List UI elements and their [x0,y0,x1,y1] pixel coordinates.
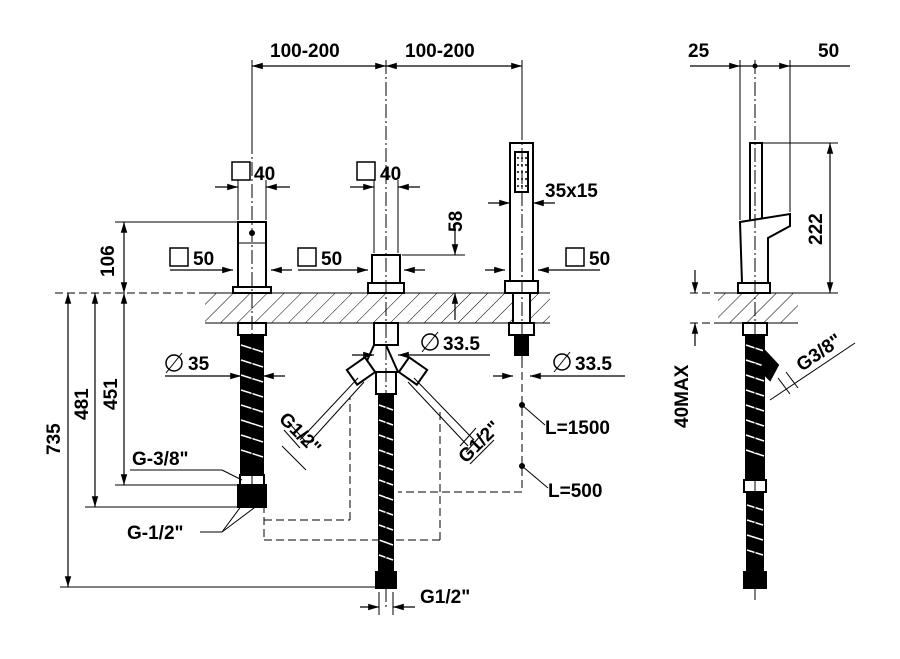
diam-35-label: 35 [188,354,210,375]
thread-g12-bottom-label: G1/2" [420,587,470,608]
diam-33-5-right-label: 33.5 [575,354,612,375]
sq50-left-dim [169,247,292,274]
sq40-left-dim [215,161,290,220]
sq50-right-label: 50 [589,249,610,270]
thread-g38-side-label: G3/8" [793,330,846,376]
hose-l1500-label: L=1500 [545,418,610,439]
length-481-label: 481 [72,388,93,420]
deck-front [55,292,550,324]
side-top-dims [690,60,850,220]
sq50-right-dim [485,247,600,274]
height-106-label: 106 [98,245,119,277]
height-58-dim [402,225,465,320]
thread-g38-side-dim [769,342,856,401]
diam-33-5-center-label: 33.5 [443,334,480,355]
handshower-section-label: 35x15 [545,181,598,202]
spacing-right-label: 100-200 [405,41,475,62]
thread-leaders-left [130,469,259,533]
diam-35-dim [165,352,285,380]
sq40-left-label: 40 [254,164,275,185]
thread-diag-right-dim [469,439,495,465]
diam-33-5-center-dim [352,331,490,359]
thread-diag-left-dim [281,445,307,471]
thread-g38-left-label: G-3/8" [132,449,189,470]
hose-routing [263,360,525,541]
sq40-center-dim [350,161,420,253]
sq40-center-label: 40 [380,164,401,185]
hose-l500-label: L=500 [548,481,602,502]
spacing-left-label: 100-200 [270,41,340,62]
height-222-label: 222 [806,213,827,245]
side-25-label: 25 [688,41,710,62]
sq50-center-label: 50 [321,249,342,270]
max-40-label: 40MAX [672,364,693,428]
length-451-label: 451 [101,378,122,410]
length-dims [60,293,376,588]
side-valve [737,60,791,600]
height-58-label: 58 [446,211,467,232]
thread-g12-left-label: G-1/2" [127,523,184,544]
length-735-label: 735 [44,423,65,455]
diam-33-5-right-dim [493,351,625,380]
side-50-label: 50 [818,41,839,62]
center-spout [283,60,483,610]
spacing-dimension [251,60,523,142]
hose-leaders [521,404,549,489]
height-222-dim [762,142,838,294]
thread-bottom-dim [360,592,415,615]
thread-g12-diag-right-label: G1/2" [455,417,505,467]
sq50-left-label: 50 [193,249,214,270]
left-valve [232,140,272,510]
handshower [504,60,539,360]
sq50-center-dim [297,247,425,274]
height-106-dim [115,221,238,293]
deck-side [690,292,798,324]
